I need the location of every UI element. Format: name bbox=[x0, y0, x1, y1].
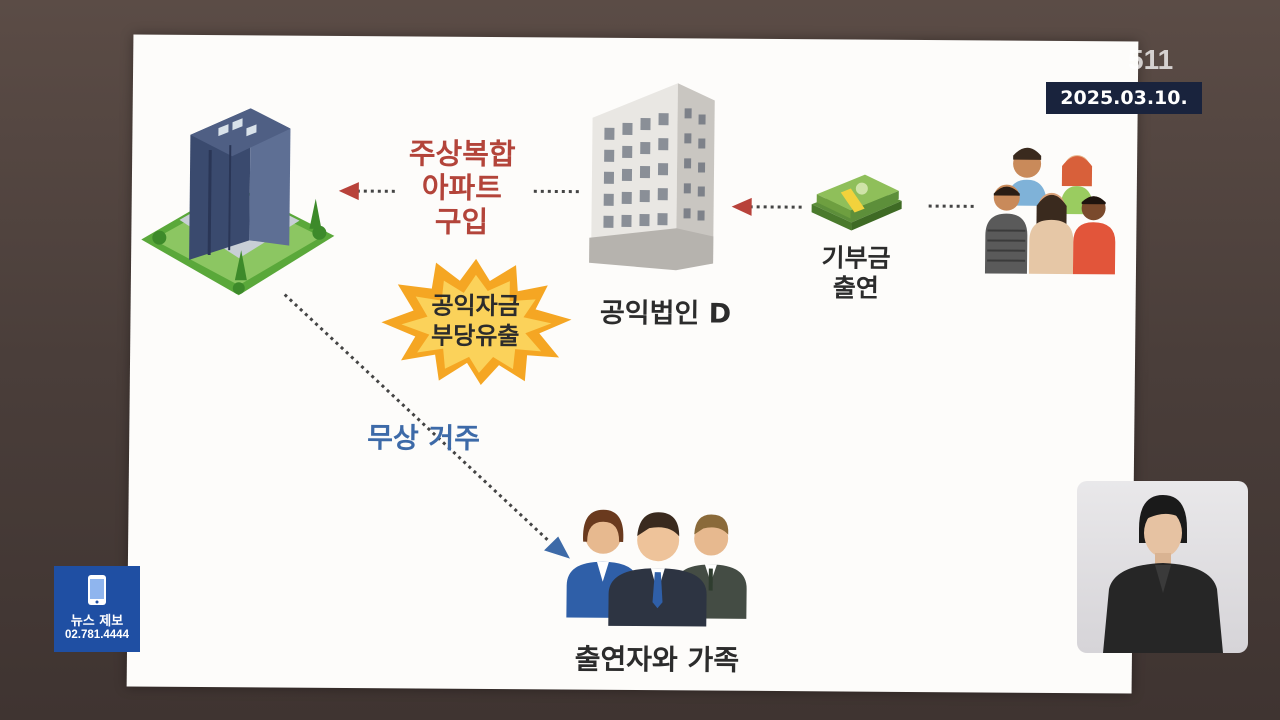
donation-line2: 출연 bbox=[832, 273, 879, 303]
donation-line1: 기부금 bbox=[821, 243, 891, 273]
family-group-icon bbox=[566, 509, 747, 627]
date-badge: 2025.03.10. bbox=[1046, 82, 1202, 114]
apartment-purchase-line3: 구입 bbox=[434, 204, 489, 239]
arrow-to-corporation-icon bbox=[731, 197, 802, 216]
corporation-label: 공익법인 D bbox=[599, 297, 732, 330]
dotted-connector-1 bbox=[533, 189, 580, 194]
presentation-screen: 주상복합 아파트 구입 공익자금 부당유출 공익법인 D bbox=[126, 34, 1139, 694]
free-residence-label: 무상 거주 bbox=[367, 421, 481, 455]
sign-language-interpreter-window bbox=[1077, 481, 1248, 653]
news-tip-phone: 02.781.4444 bbox=[65, 629, 129, 641]
news-tip-box[interactable]: 뉴스 제보 02.781.4444 bbox=[54, 566, 140, 652]
money-stack-icon bbox=[811, 174, 902, 231]
apartment-building-icon bbox=[141, 108, 335, 296]
channel-logo: 511 bbox=[1128, 44, 1174, 75]
office-building-icon bbox=[589, 83, 715, 271]
apartment-purchase-line1: 주상복합 bbox=[408, 136, 516, 172]
apartment-purchase-label: 주상복합 아파트 구입 bbox=[391, 136, 532, 239]
donor-group-icon bbox=[984, 147, 1116, 275]
dotted-connector-2 bbox=[928, 204, 975, 208]
arrow-to-apartment-icon bbox=[338, 182, 395, 201]
apartment-purchase-line2: 아파트 bbox=[421, 170, 503, 206]
donors-family-label: 출연자와 가족 bbox=[574, 642, 740, 677]
warning-burst-icon bbox=[381, 258, 572, 385]
arrow-to-family-icon bbox=[283, 293, 570, 559]
donation-label: 기부금 출연 bbox=[801, 243, 912, 304]
phone-icon bbox=[88, 575, 106, 605]
interpreter-figure-icon bbox=[1103, 495, 1223, 653]
news-tip-label: 뉴스 제보 bbox=[70, 614, 124, 629]
